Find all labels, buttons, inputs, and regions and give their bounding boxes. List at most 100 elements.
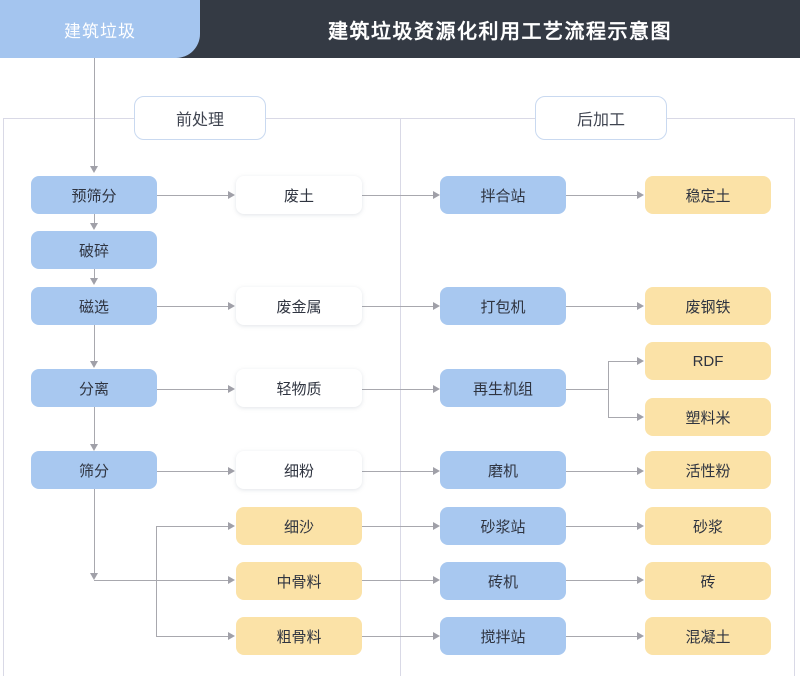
connector-process-3 <box>94 324 95 361</box>
arrow-prescreen-to-waste-soil <box>228 191 235 199</box>
node-recycling-unit[interactable]: 再生机组 <box>440 369 566 407</box>
arrow-brick-machine-to-brick <box>637 576 644 584</box>
connector-aggregate-bus-v <box>156 526 157 636</box>
node-mortar-station[interactable]: 砂浆站 <box>440 507 566 545</box>
connector-recycle-unit-stem <box>566 389 608 390</box>
connector-separation-to-light-material <box>157 389 228 390</box>
node-concrete-station[interactable]: 搅拌站 <box>440 617 566 655</box>
node-magnetic-separation[interactable]: 磁选 <box>31 287 157 325</box>
connector-process-4 <box>94 407 95 444</box>
page-title: 建筑垃圾资源化利用工艺流程示意图 <box>328 20 672 43</box>
arrow-coarse-aggregate-to-concrete-station <box>433 632 440 640</box>
arrow-recycle-unit-to-rdf <box>637 357 644 365</box>
section-chip-preprocess: 前处理 <box>134 96 266 140</box>
arrow-magnetic-to-scrap-metal <box>228 302 235 310</box>
arrow-medium-aggregate-to-brick-machine <box>433 576 440 584</box>
connector-mortar-station-to-mortar <box>566 526 637 527</box>
node-mill[interactable]: 磨机 <box>440 451 566 489</box>
node-rdf[interactable]: RDF <box>645 342 771 380</box>
connector-concrete-station-to-concrete <box>566 636 637 637</box>
node-active-powder[interactable]: 活性粉 <box>645 451 771 489</box>
node-screening[interactable]: 筛分 <box>31 451 157 489</box>
connector-magnetic-to-scrap-metal <box>157 306 228 307</box>
node-fine-sand-label: 细沙 <box>283 518 314 536</box>
arrow-baler-to-scrap-steel <box>637 302 644 310</box>
connector-aggregate-bus-h <box>94 580 156 581</box>
header-tab[interactable]: 建筑垃圾 <box>0 0 200 58</box>
node-scrap-steel-label: 废钢铁 <box>685 298 731 316</box>
connector-recycle-unit-to-rdf <box>608 361 637 362</box>
node-mortar-station-label: 砂浆站 <box>480 518 526 536</box>
diagram-panel <box>3 118 795 676</box>
connector-light-material-to-recycle-unit <box>362 389 437 390</box>
node-stabilized-soil-label: 稳定土 <box>685 187 731 205</box>
arrow-process-2 <box>90 278 98 285</box>
arrow-to-medium-aggregate <box>228 576 235 584</box>
node-mortar-label: 砂浆 <box>692 518 723 536</box>
node-coarse-aggregate[interactable]: 粗骨料 <box>236 617 362 655</box>
node-recycling-unit-label: 再生机组 <box>472 380 533 398</box>
node-separation[interactable]: 分离 <box>31 369 157 407</box>
header-tab-label: 建筑垃圾 <box>64 21 136 41</box>
node-magnetic-separation-label: 磁选 <box>78 298 109 316</box>
node-separation-label: 分离 <box>78 380 109 398</box>
node-prescreening[interactable]: 预筛分 <box>31 176 157 214</box>
connector-screen-down <box>94 489 95 573</box>
node-mixing-station-label: 拌合站 <box>480 187 526 205</box>
connector-fine-sand-to-mortar-station <box>362 526 437 527</box>
connector-recycle-unit-bus <box>608 361 609 417</box>
node-mixing-station[interactable]: 拌合站 <box>440 176 566 214</box>
node-active-powder-label: 活性粉 <box>685 462 731 480</box>
node-fine-powder[interactable]: 细粉 <box>236 451 362 489</box>
connector-screen-to-fine-powder <box>157 471 228 472</box>
node-concrete-station-label: 搅拌站 <box>480 628 526 646</box>
node-scrap-metal[interactable]: 废金属 <box>236 287 362 325</box>
connector-waste-soil-to-mixing-station <box>362 195 437 196</box>
node-prescreening-label: 预筛分 <box>71 187 117 205</box>
stage-divider <box>400 118 401 676</box>
node-baler[interactable]: 打包机 <box>440 287 566 325</box>
connector-brick-machine-to-brick <box>566 580 637 581</box>
node-crushing[interactable]: 破碎 <box>31 231 157 269</box>
node-brick-machine[interactable]: 砖机 <box>440 562 566 600</box>
node-coarse-aggregate-label: 粗骨料 <box>276 628 322 646</box>
node-brick-machine-label: 砖机 <box>487 573 518 591</box>
connector-mill-to-active-powder <box>566 471 637 472</box>
node-waste-soil[interactable]: 废土 <box>236 176 362 214</box>
node-fine-sand[interactable]: 细沙 <box>236 507 362 545</box>
node-medium-aggregate[interactable]: 中骨料 <box>236 562 362 600</box>
header-bar: 建筑垃圾 建筑垃圾资源化利用工艺流程示意图 <box>0 0 800 58</box>
connector-coarse-aggregate-to-concrete-station <box>362 636 437 637</box>
section-chip-postprocess: 后加工 <box>535 96 667 140</box>
node-crushing-label: 破碎 <box>78 242 109 260</box>
node-scrap-steel[interactable]: 废钢铁 <box>645 287 771 325</box>
node-fine-powder-label: 细粉 <box>283 462 314 480</box>
node-light-material[interactable]: 轻物质 <box>236 369 362 407</box>
node-rdf-label: RDF <box>692 352 724 370</box>
node-brick-label: 砖 <box>700 573 716 591</box>
node-concrete[interactable]: 混凝土 <box>645 617 771 655</box>
connector-scrap-metal-to-baler <box>362 306 437 307</box>
arrow-mixing-station-to-stabilized-soil <box>637 191 644 199</box>
node-concrete-label: 混凝土 <box>685 628 731 646</box>
connector-mixing-station-to-stabilized-soil <box>566 195 637 196</box>
node-brick[interactable]: 砖 <box>645 562 771 600</box>
arrow-entry <box>90 166 98 173</box>
node-scrap-metal-label: 废金属 <box>276 298 322 316</box>
section-chip-preprocess-label: 前处理 <box>175 112 224 129</box>
arrow-screen-down <box>90 573 98 580</box>
node-stabilized-soil[interactable]: 稳定土 <box>645 176 771 214</box>
arrow-process-1 <box>90 223 98 230</box>
connector-to-medium-aggregate <box>156 580 228 581</box>
node-mortar[interactable]: 砂浆 <box>645 507 771 545</box>
connector-to-coarse-aggregate <box>156 636 228 637</box>
arrow-recycle-unit-to-plastic-pellets <box>637 413 644 421</box>
node-plastic-pellets-label: 塑料米 <box>685 409 731 427</box>
arrow-screen-to-fine-powder <box>228 467 235 475</box>
arrow-mortar-station-to-mortar <box>637 522 644 530</box>
node-screening-label: 筛分 <box>78 462 109 480</box>
node-waste-soil-label: 废土 <box>283 187 314 205</box>
node-plastic-pellets[interactable]: 塑料米 <box>645 398 771 436</box>
arrow-light-material-to-recycle-unit <box>433 385 440 393</box>
node-medium-aggregate-label: 中骨料 <box>276 573 322 591</box>
